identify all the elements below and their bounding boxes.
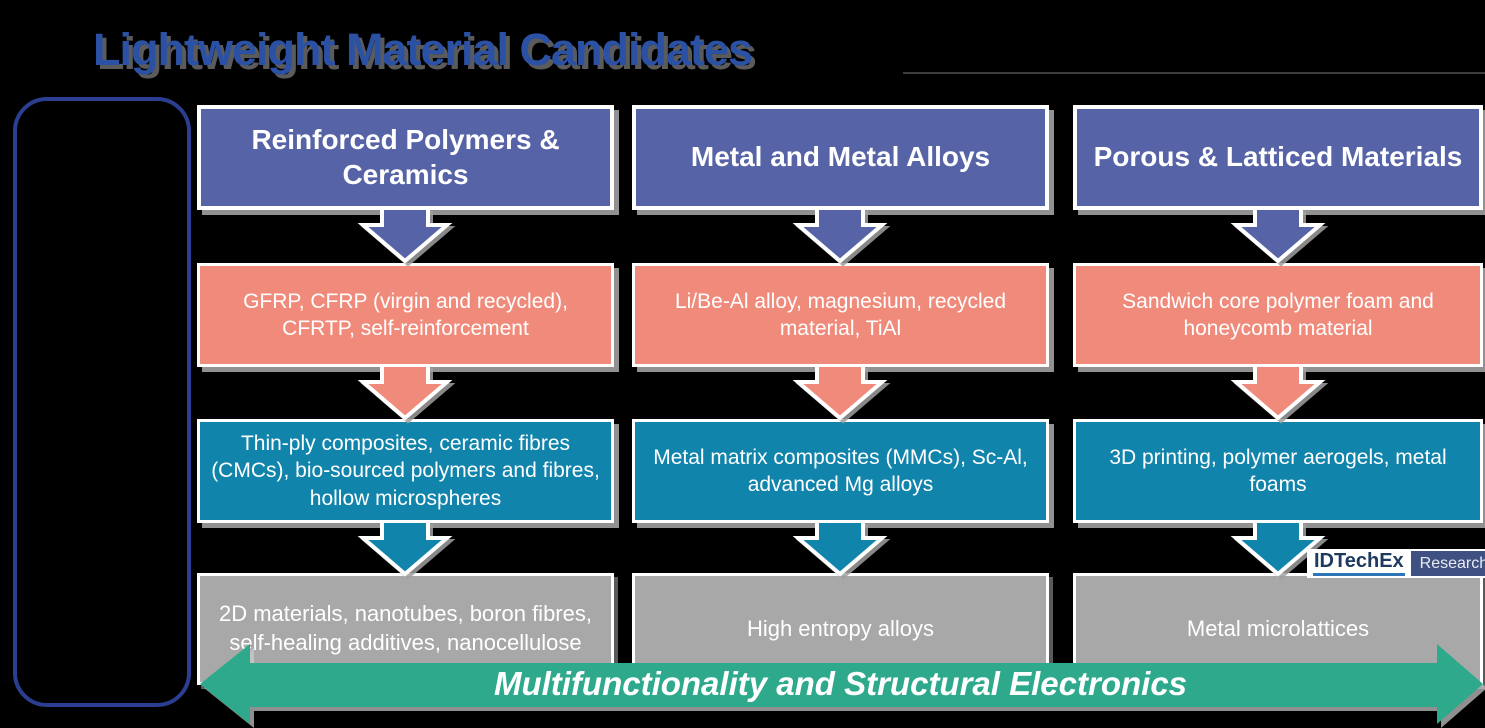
empty-outline-panel <box>13 97 191 707</box>
header-box-porous-latticed: Porous & Latticed Materials <box>1073 105 1483 210</box>
tier3-label: 2D materials, nanotubes, boron fibres, s… <box>219 601 592 655</box>
tier1-box-col3: Sandwich core polymer foam and honeycomb… <box>1073 263 1483 367</box>
tier1-box-col1: GFRP, CFRP (virgin and recycled), CFRTP,… <box>197 263 614 367</box>
header-label: Porous & Latticed Materials <box>1093 141 1463 173</box>
bottom-banner-label: Multifunctionality and Structural Electr… <box>493 665 1188 702</box>
tier2-box-col2: Metal matrix composites (MMCs), Sc-Al, a… <box>632 419 1049 523</box>
down-arrow-icon <box>1230 365 1326 421</box>
idtechex-logo: IDTechEx Research <box>1307 549 1485 578</box>
tier2-box-col1: Thin-ply composites, ceramic fibres (CMC… <box>197 419 614 523</box>
idtechex-research-text: Research <box>1419 554 1485 572</box>
tier1-label: GFRP, CFRP (virgin and recycled), CFRTP,… <box>243 289 568 340</box>
page-title: Lightweight Material Candidates <box>93 24 753 75</box>
header-label: Reinforced Polymers & Ceramics <box>251 124 560 190</box>
down-arrow-icon <box>357 208 453 264</box>
tier3-label: Metal microlattices <box>1186 615 1370 641</box>
tier2-label: Thin-ply composites, ceramic fibres (CMC… <box>211 432 600 510</box>
down-arrow-icon <box>1230 521 1326 577</box>
title-rule-line <box>903 72 1485 74</box>
idtechex-underline <box>1313 573 1405 576</box>
down-arrow-icon <box>792 365 888 421</box>
idtechex-brand: IDTechEx <box>1307 549 1411 578</box>
bottom-banner-arrow: Multifunctionality and Structural Electr… <box>197 642 1484 728</box>
down-arrow-icon <box>357 521 453 577</box>
down-arrow-icon <box>357 365 453 421</box>
tier2-label: Metal matrix composites (MMCs), Sc-Al, a… <box>653 445 1028 496</box>
tier1-box-col2: Li/Be-Al alloy, magnesium, recycled mate… <box>632 263 1049 367</box>
header-box-metal-alloys: Metal and Metal Alloys <box>632 105 1049 210</box>
header-box-reinforced-polymers: Reinforced Polymers & Ceramics <box>197 105 614 210</box>
tier3-label: High entropy alloys <box>746 615 935 641</box>
tier2-box-col3: 3D printing, polymer aerogels, metal foa… <box>1073 419 1483 523</box>
tier1-label: Sandwich core polymer foam and honeycomb… <box>1122 289 1434 340</box>
tier1-label: Li/Be-Al alloy, magnesium, recycled mate… <box>674 289 1007 340</box>
header-label: Metal and Metal Alloys <box>690 141 991 173</box>
idtechex-research-badge: Research <box>1410 549 1485 578</box>
down-arrow-icon <box>1230 208 1326 264</box>
idtechex-brand-text: IDTechEx <box>1314 549 1404 572</box>
tier2-label: 3D printing, polymer aerogels, metal foa… <box>1109 445 1447 496</box>
double-arrow-icon <box>200 644 1483 724</box>
down-arrow-icon <box>792 208 888 264</box>
down-arrow-icon <box>792 521 888 577</box>
